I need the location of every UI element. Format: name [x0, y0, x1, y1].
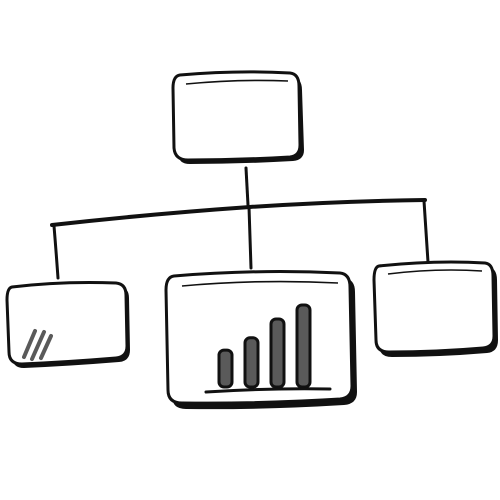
- branch-drop-right: [422, 199, 430, 264]
- branch-drop-center: [247, 205, 253, 270]
- child-right-inner-line: [387, 269, 483, 275]
- chart-bar-1: [217, 348, 234, 389]
- trunk-line: [244, 166, 250, 207]
- root-node: [171, 70, 304, 164]
- child-node-left: [5, 281, 130, 368]
- child-node-right: [372, 260, 498, 357]
- child-right-box: [372, 260, 496, 354]
- chart-baseline: [204, 387, 332, 394]
- chart-bar-2: [243, 336, 260, 389]
- root-node-inner-line: [185, 79, 289, 85]
- chart-bar-3: [269, 317, 286, 389]
- glare-icon: [22, 329, 53, 361]
- branch-bar: [50, 198, 427, 227]
- connectors: [50, 166, 430, 280]
- bar-chart-icon: [204, 303, 332, 394]
- child-node-center: [164, 270, 357, 410]
- root-node-box: [171, 70, 302, 162]
- child-center-inner-line: [181, 280, 339, 287]
- branch-drop-left: [52, 224, 60, 280]
- chart-bar-4: [295, 303, 312, 389]
